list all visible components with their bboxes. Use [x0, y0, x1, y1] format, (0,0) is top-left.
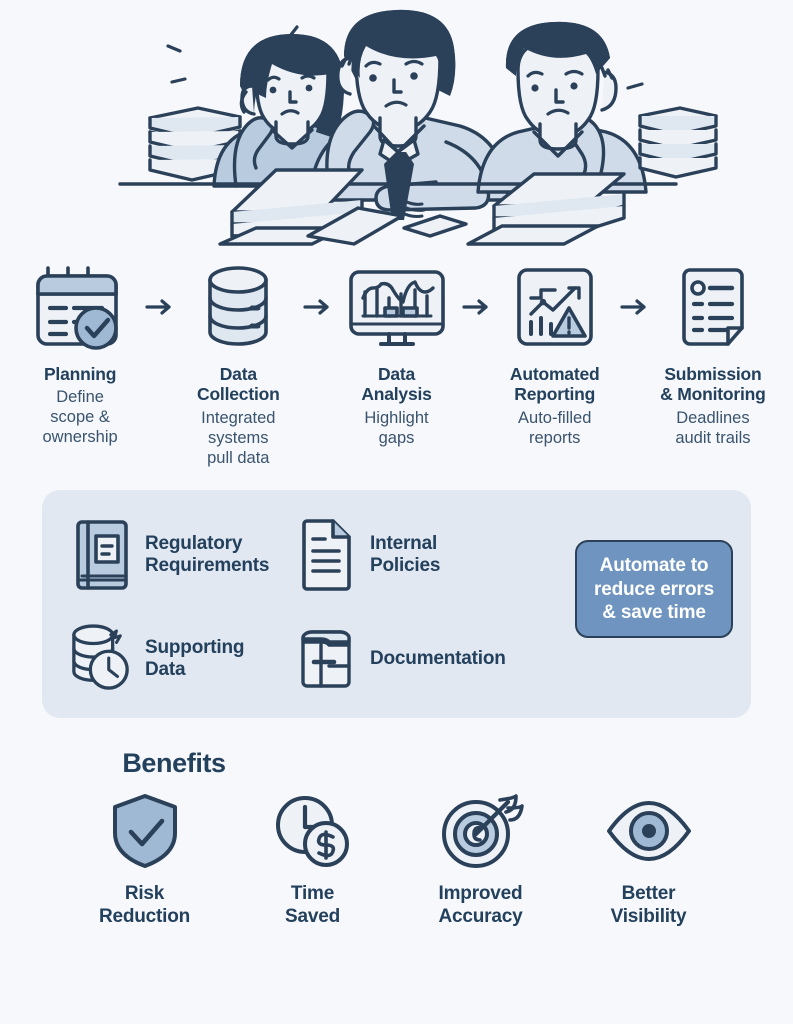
database-clock-icon — [70, 616, 132, 702]
process-flow: Planning Define scope & ownership Data C… — [0, 252, 793, 468]
doc-item-regulatory-requirements[interactable]: Regulatory Requirements — [70, 512, 295, 598]
benefit-item-time-saved[interactable]: Time Saved — [229, 791, 397, 928]
arrow-right-icon — [302, 264, 332, 350]
process-step-title: Data Analysis — [361, 364, 432, 405]
doc-label: Documentation — [370, 648, 506, 670]
doc-label: Internal Policies — [370, 533, 441, 577]
process-step-data-analysis[interactable]: Data Analysis Highlight gaps — [332, 264, 460, 449]
doc-label: Supporting Data — [145, 637, 245, 681]
benefit-item-improved-accuracy[interactable]: Improved Accuracy — [397, 791, 565, 928]
process-step-planning[interactable]: Planning Define scope & ownership — [16, 264, 144, 448]
process-step-desc: Deadlines audit trails — [675, 408, 751, 447]
report-alert-icon — [513, 264, 597, 350]
arrow-right-icon — [144, 264, 174, 350]
target-arrow-icon — [438, 791, 524, 871]
doc-item-supporting-data[interactable]: Supporting Data — [70, 616, 295, 702]
checklist-document-icon — [676, 264, 750, 350]
shield-check-icon — [107, 791, 183, 871]
process-step-desc: Integrated systems pull data — [201, 408, 276, 467]
benefits-section: Benefits Risk Reduction — [0, 748, 793, 928]
arrow-right-icon — [619, 264, 649, 350]
process-step-desc: Define scope & ownership — [42, 388, 118, 447]
database-icon — [200, 264, 276, 350]
book-icon — [70, 512, 132, 598]
benefit-item-risk-reduction[interactable]: Risk Reduction — [61, 791, 229, 928]
process-step-title: Automated Reporting — [509, 364, 600, 405]
process-step-desc: Highlight gaps — [364, 408, 429, 447]
monitor-chart-icon — [345, 264, 449, 350]
doc-item-internal-policies[interactable]: Internal Policies — [295, 512, 540, 598]
benefit-label: Time Saved — [285, 883, 340, 927]
hero-illustration — [0, 0, 793, 252]
benefits-list: Risk Reduction Time Saved — [16, 791, 777, 928]
frustrated-office-workers-illustration — [118, 9, 718, 246]
eye-icon — [603, 791, 695, 871]
process-step-title: Planning — [43, 364, 117, 384]
process-step-automated-reporting[interactable]: Automated Reporting Auto-filled reports — [491, 264, 619, 449]
automate-callout-badge[interactable]: Automate to reduce errors & save time — [575, 540, 733, 638]
process-step-title: Submission & Monitoring — [660, 364, 766, 405]
calendar-check-icon — [30, 264, 130, 350]
document-types-panel: Regulatory Requirements Internal Policie… — [42, 490, 751, 719]
clock-dollar-icon — [272, 791, 354, 871]
benefits-title: Benefits — [122, 748, 226, 779]
document-lines-icon — [295, 512, 357, 598]
benefit-label: Risk Reduction — [98, 883, 191, 927]
process-step-desc: Auto-filled reports — [518, 408, 592, 447]
doc-item-documentation[interactable]: Documentation — [295, 616, 540, 702]
arrow-right-icon — [461, 264, 491, 350]
benefit-label: Improved Accuracy — [438, 883, 523, 927]
spreadsheet-icon — [295, 616, 357, 702]
benefit-label: Better Visibility — [610, 883, 687, 927]
doc-label: Regulatory Requirements — [145, 533, 270, 577]
benefit-item-better-visibility[interactable]: Better Visibility — [565, 791, 733, 928]
process-step-submission-monitoring[interactable]: Submission & Monitoring Deadlines audit … — [649, 264, 777, 449]
process-step-data-collection[interactable]: Data Collection Integrated systems pull … — [174, 264, 302, 468]
process-step-title: Data Collection — [197, 364, 280, 405]
